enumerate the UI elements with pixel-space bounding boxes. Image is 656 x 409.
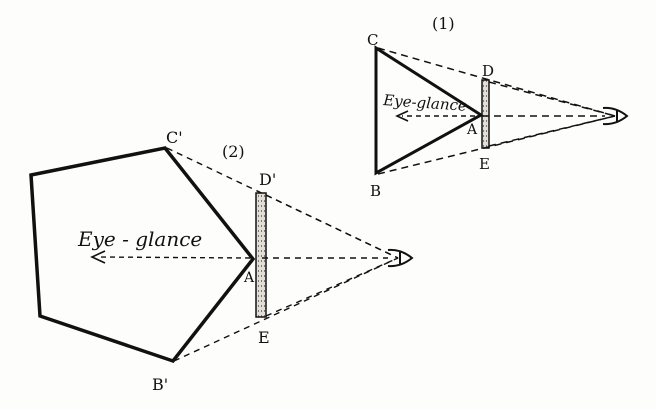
eye-glance-label-1: Eye-glance bbox=[382, 91, 468, 115]
point-d: D bbox=[482, 62, 494, 80]
point-c: C bbox=[367, 31, 378, 49]
eye-glance-arrow-2 bbox=[97, 256, 251, 259]
point-e-2: E bbox=[258, 328, 270, 347]
point-e: E bbox=[479, 155, 490, 173]
eye-icon bbox=[602, 106, 629, 126]
point-b-prime: B' bbox=[152, 375, 168, 394]
eye-glance-label-2: Eye - glance bbox=[77, 227, 202, 251]
screen-de-2 bbox=[255, 192, 267, 318]
arrowhead-1 bbox=[395, 110, 409, 122]
arrowhead-2 bbox=[90, 250, 106, 264]
point-c-prime: C' bbox=[166, 128, 183, 147]
sight-lines-1 bbox=[377, 47, 616, 175]
figure-2: (2) Eye - glance C' B' A' D' E bbox=[29, 128, 414, 394]
point-a-prime: A' bbox=[243, 270, 258, 286]
figure-1: (1) Eye-glance C B A D E bbox=[367, 14, 629, 200]
pentagon-object bbox=[29, 146, 256, 364]
point-a: A bbox=[466, 122, 478, 138]
figure-1-number: (1) bbox=[432, 14, 455, 33]
eye-icon bbox=[387, 248, 414, 268]
point-d-prime: D' bbox=[259, 170, 276, 189]
figure-2-number: (2) bbox=[222, 142, 245, 161]
point-b: B bbox=[370, 182, 381, 200]
sight-lines-2 bbox=[166, 147, 399, 362]
screen-de bbox=[481, 79, 490, 149]
triangle-object bbox=[374, 45, 484, 176]
